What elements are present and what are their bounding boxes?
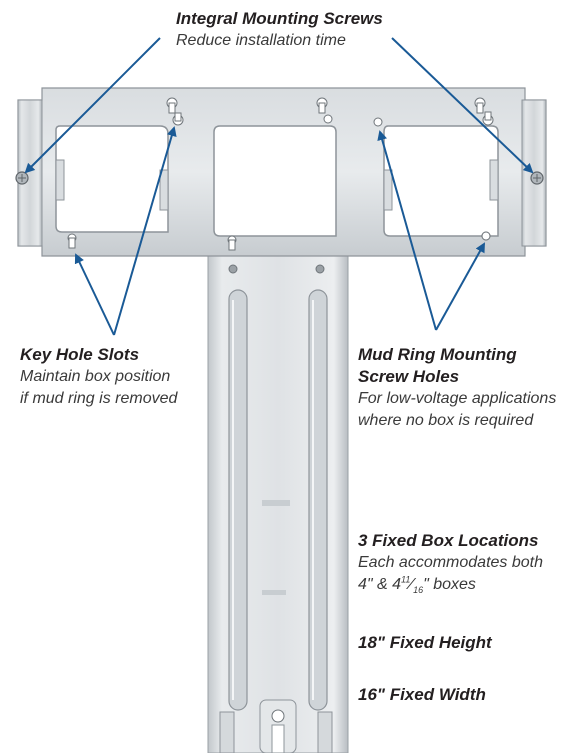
callout-desc: where no box is required	[358, 412, 534, 429]
arrow-screw-right	[391, 37, 534, 174]
size-text-b: " boxes	[423, 576, 476, 593]
callout-desc: Each accommodates both	[358, 554, 543, 571]
box-opening-center	[213, 125, 337, 237]
callout-title: Mud Ring Mounting	[358, 345, 517, 364]
callout-desc-size: 4" & 411⁄16" boxes	[358, 574, 543, 596]
bracket-frame	[15, 87, 547, 257]
arrow-keyhole-right	[113, 126, 177, 336]
callout-desc: if mud ring is removed	[20, 390, 178, 407]
arrow-mudring-right	[435, 242, 485, 331]
callout-title: Screw Holes	[358, 367, 460, 386]
box-opening-left	[55, 125, 169, 233]
arrow-mudring-left	[377, 130, 437, 331]
size-text-a: 4" & 4	[358, 576, 402, 593]
integral-screw-right	[530, 171, 544, 185]
fraction-slash: ⁄	[410, 576, 414, 593]
callout-arrows	[24, 37, 534, 336]
callout-key-hole-slots: Key Hole Slots Maintain box position if …	[20, 344, 177, 410]
arrow-keyhole-left	[74, 253, 115, 336]
callout-desc: Maintain box position	[20, 368, 171, 385]
callout-title: 18" Fixed Height	[358, 633, 492, 652]
callout-integral-screws: Integral Mounting Screws Reduce installa…	[176, 8, 383, 52]
mud-ring-hole	[373, 117, 383, 127]
callout-fixed-width: 16" Fixed Width	[358, 684, 486, 706]
arrow-screw-left	[24, 37, 161, 174]
fraction-numerator: 11	[401, 574, 411, 585]
callout-title: Integral Mounting Screws	[176, 9, 383, 28]
integral-screw-left	[15, 171, 29, 185]
callout-title: 3 Fixed Box Locations	[358, 531, 539, 550]
callout-desc: For low-voltage applications	[358, 390, 557, 407]
bracket-stem	[207, 254, 349, 753]
callout-fixed-boxes: 3 Fixed Box Locations Each accommodates …	[358, 530, 543, 596]
callout-title: 16" Fixed Width	[358, 685, 486, 704]
callout-title: Key Hole Slots	[20, 345, 140, 364]
mud-ring-hole	[481, 231, 491, 241]
box-opening-right	[383, 125, 499, 237]
fraction-denominator: 16	[413, 585, 424, 596]
callout-desc: Reduce installation time	[176, 32, 346, 49]
callout-fixed-height: 18" Fixed Height	[358, 632, 492, 654]
callout-mud-ring: Mud Ring Mounting Screw Holes For low-vo…	[358, 344, 556, 432]
